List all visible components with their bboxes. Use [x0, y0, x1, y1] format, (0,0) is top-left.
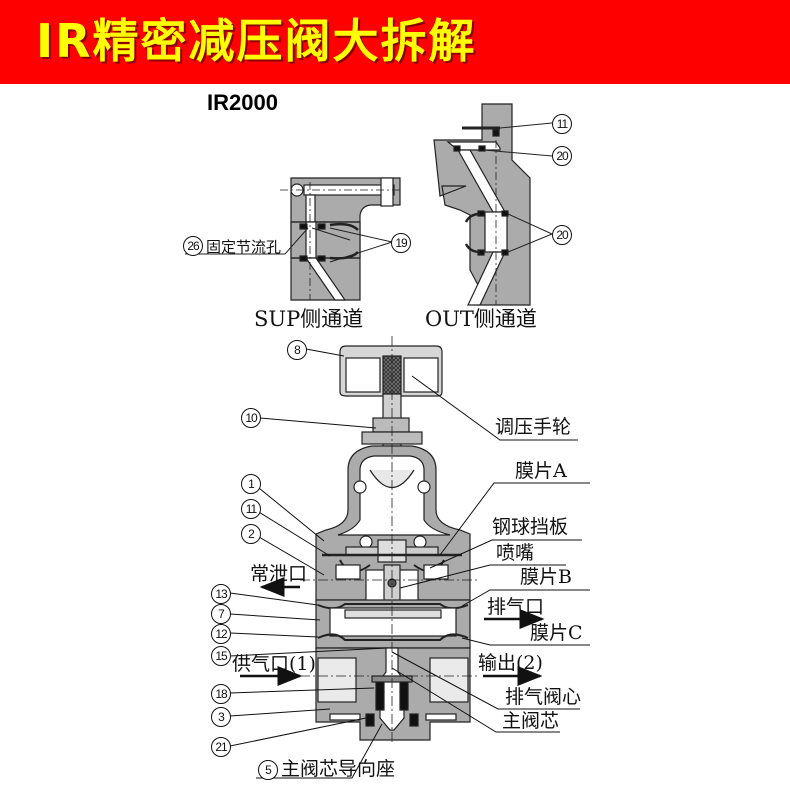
main-valve-core-label: 主阀芯: [502, 710, 560, 732]
callout-15: 15: [211, 646, 231, 666]
title-banner: IR精密减压阀大拆解: [0, 0, 790, 84]
diaphragm-b-label: 膜片B: [520, 566, 572, 588]
out-caption: OUT侧通道: [425, 307, 537, 331]
callout-26: 26: [183, 236, 203, 256]
leader-lines: [229, 348, 590, 779]
exhaust-valve-core-label: 排气阀心: [505, 686, 582, 708]
callout-20-mid: 20: [552, 225, 572, 245]
callout-21: 21: [211, 737, 231, 757]
callout-10: 10: [241, 408, 261, 428]
flow-arrows: [240, 577, 545, 686]
callout-11-out: 11: [552, 114, 572, 134]
ball-baffle-label: 钢球挡板: [492, 516, 569, 538]
knob-label: 调压手轮: [495, 416, 572, 438]
bleed-port-label: 常泄口: [250, 563, 308, 585]
diaphragm-c-label: 膜片C: [530, 622, 583, 644]
guide-seat-label: 主阀芯导向座: [281, 758, 396, 780]
callout-5: 5: [258, 760, 278, 780]
orifice-label: 固定节流孔: [206, 238, 282, 256]
nozzle-label: 喷嘴: [496, 542, 535, 564]
callout-3: 3: [211, 707, 231, 727]
output-port-label: 输出(2): [478, 652, 543, 674]
callout-11: 11: [241, 499, 261, 519]
callout-2: 2: [241, 524, 261, 544]
callout-1: 1: [241, 474, 261, 494]
diaphragm-a-label: 膜片A: [515, 460, 567, 482]
model-name: IR2000: [207, 90, 278, 115]
callout-7: 7: [211, 604, 231, 624]
callout-8: 8: [287, 340, 307, 360]
supply-port-label: 供气口(1): [232, 653, 316, 675]
out-detail-view: [433, 103, 553, 306]
callout-12: 12: [211, 624, 231, 644]
callout-18: 18: [211, 684, 231, 704]
exhaust-port-label: 排气口: [487, 596, 545, 618]
main-section: [300, 336, 480, 745]
sup-caption: SUP侧通道: [254, 307, 364, 331]
callout-20-top: 20: [552, 146, 572, 166]
banner-title: IR精密减压阀大拆解: [36, 14, 477, 68]
callout-13: 13: [211, 584, 231, 604]
sup-detail-view: [185, 177, 401, 301]
callout-19: 19: [391, 233, 411, 253]
